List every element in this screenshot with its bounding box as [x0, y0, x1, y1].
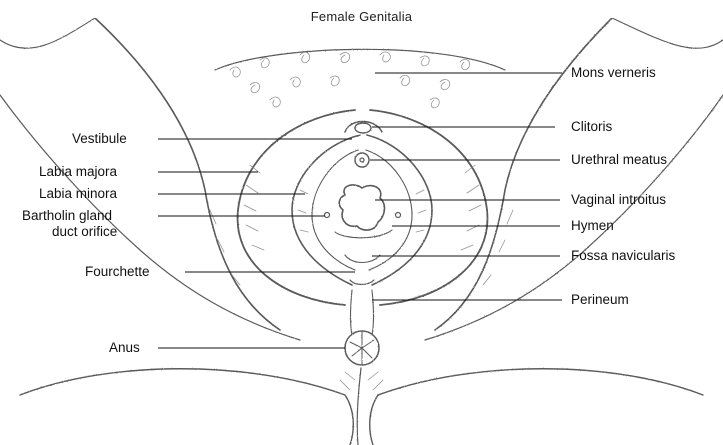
bartholin-left-dot — [325, 213, 330, 218]
vestibule-inner-right — [366, 150, 412, 270]
pubic-hair-9 — [290, 77, 300, 87]
left-upper-crease — [0, 18, 95, 48]
label-labia-majora: Labia majora — [39, 164, 117, 180]
bartholin-right-dot — [396, 213, 401, 218]
label-bartholin-line2: duct orifice — [52, 224, 117, 240]
pubic-hair-7 — [460, 59, 470, 69]
vestibule-inner-left — [312, 150, 358, 270]
pubic-hair-1 — [230, 67, 240, 77]
labia-minora-left — [292, 135, 360, 285]
label-clitoris: Clitoris — [571, 119, 612, 135]
pubic-hair-3 — [300, 52, 310, 62]
label-labia-minora: Labia minora — [39, 186, 117, 202]
pubic-hair-6 — [420, 56, 429, 66]
pubic-hair-5 — [380, 52, 390, 62]
right-buttock — [370, 369, 703, 445]
labia-majora-right — [370, 110, 487, 305]
pubic-hair-11 — [400, 75, 410, 85]
labia-minora-right — [367, 135, 432, 285]
clitoris-glans — [355, 123, 371, 133]
label-vaginal-introitus: Vaginal introitus — [571, 192, 666, 208]
pubic-hair-8 — [250, 83, 260, 93]
label-anus: Anus — [109, 340, 140, 356]
label-perineum: Perineum — [571, 292, 629, 308]
pubic-hair-10 — [330, 76, 339, 86]
perineum-right — [372, 290, 374, 335]
pubic-hair-2 — [260, 58, 269, 68]
pubic-hair-4 — [340, 53, 350, 63]
left-buttock — [20, 369, 353, 445]
left-thigh-outline — [95, 18, 280, 330]
label-fourchette: Fourchette — [85, 264, 150, 280]
hymen-edge — [335, 230, 392, 238]
anus-folds — [350, 332, 374, 364]
label-bartholin-line1: Bartholin gland — [22, 208, 112, 224]
shade-buttocks — [340, 372, 383, 390]
shade-left-minora — [298, 190, 308, 232]
shade-thigh-left — [210, 210, 240, 285]
perineum-left — [351, 290, 353, 335]
label-mons: Mons verneris — [571, 65, 656, 81]
label-vestibule: Vestibule — [72, 131, 127, 147]
label-fossa-navicularis: Fossa navicularis — [571, 248, 675, 264]
pubic-hair-14 — [430, 98, 439, 108]
pubic-hair-12 — [440, 80, 450, 90]
label-hymen: Hymen — [571, 218, 614, 234]
fourchette-curve — [350, 280, 374, 285]
right-upper-crease — [612, 18, 723, 48]
label-urethral-meatus: Urethral meatus — [571, 152, 667, 168]
pubic-hair-13 — [270, 97, 280, 107]
urethral-meatus-opening — [360, 158, 364, 162]
urethral-meatus-ring — [355, 153, 369, 167]
gluteal-cleft — [357, 368, 361, 445]
vaginal-introitus-shape — [339, 185, 384, 230]
